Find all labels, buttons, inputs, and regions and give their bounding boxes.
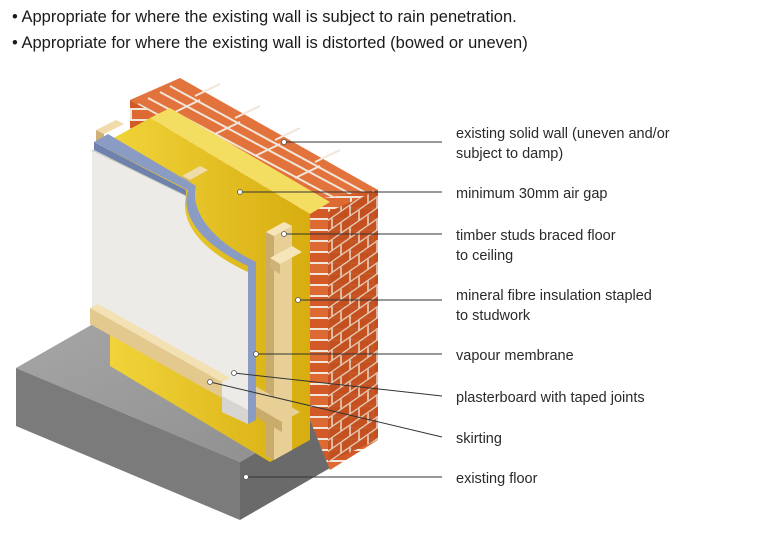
bullet-item-distorted: • Appropriate for where the existing wal… (12, 30, 528, 56)
label-existing-floor: existing floor (456, 471, 538, 487)
bullet-text: Appropriate for where the existing wall … (21, 8, 517, 26)
label-plasterboard: plasterboard with taped joints (456, 390, 645, 406)
label-air-gap: minimum 30mm air gap (456, 186, 608, 202)
bullet-symbol: • (12, 34, 18, 52)
label-skirting: skirting (456, 431, 502, 447)
skirting-board (90, 304, 230, 398)
bullet-text: Appropriate for where the existing wall … (21, 34, 528, 52)
label-vapour-membrane: vapour membrane (456, 348, 574, 364)
bullet-list: • Appropriate for where the existing wal… (12, 4, 528, 56)
leader-dots (207, 139, 301, 480)
leader-lines (209, 141, 443, 478)
bullet-item-rain: • Appropriate for where the existing wal… (12, 4, 528, 30)
bullet-symbol: • (12, 8, 18, 26)
vapour-membrane (94, 134, 256, 424)
plasterboard (91, 149, 248, 424)
